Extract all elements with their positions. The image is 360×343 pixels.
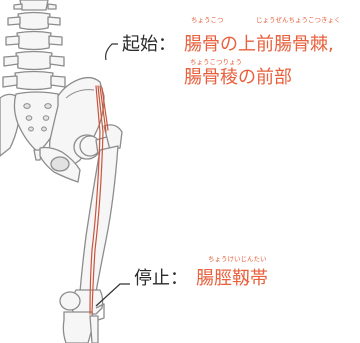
origin-ruby-1b: じょうぜんちょうこつきょく	[256, 16, 341, 24]
origin-ruby-1a: ちょうこつ	[191, 16, 224, 24]
skeleton	[0, 0, 122, 343]
origin-line-2: 腸骨稜の前部	[184, 67, 292, 88]
insertion-ruby: ちょうけいじんたい	[208, 255, 267, 263]
origin-ruby-2: ちょうこつりょう	[190, 58, 242, 66]
obturator-foramen	[51, 157, 69, 171]
origin-line-1: 腸骨の上前腸骨棘,	[184, 34, 334, 55]
origin-label: ちょうこつ じょうぜんちょうこつきょく 起始： 腸骨の上前腸骨棘, ちょうこつり…	[122, 16, 341, 88]
insertion-label: ちょうけいじんたい 停止： 腸脛靱帯	[134, 255, 268, 289]
origin-prefix: 起始：	[122, 34, 176, 55]
fibula	[90, 316, 98, 343]
insertion-prefix: 停止：	[134, 268, 188, 289]
tibia	[63, 312, 92, 343]
lumbar-vertebrae	[3, 0, 65, 90]
patella	[60, 292, 80, 310]
insertion-line-1: 腸脛靱帯	[196, 268, 268, 289]
origin-leader-line	[106, 44, 118, 60]
